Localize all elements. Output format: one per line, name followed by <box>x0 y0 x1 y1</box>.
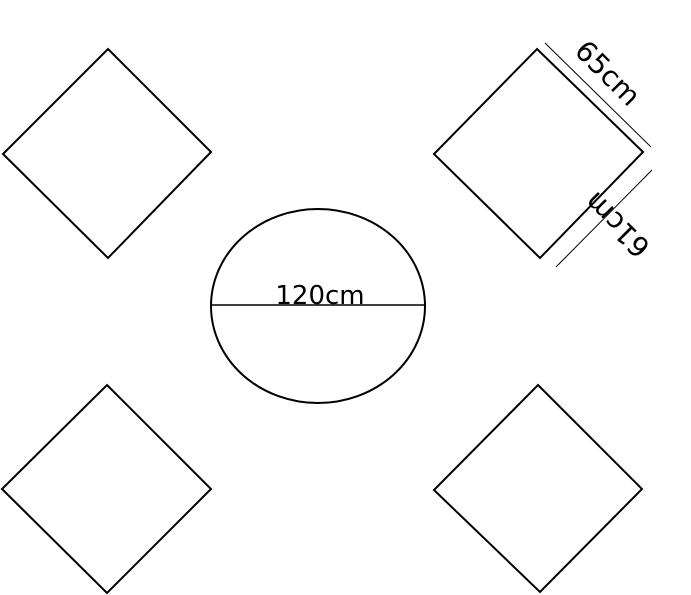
chair-top-left <box>1 47 213 260</box>
width-label: 65cm <box>568 34 647 113</box>
chair-bottom-right <box>432 383 644 594</box>
diameter-label: 120cm <box>275 281 364 311</box>
chair-bottom-left <box>0 383 213 595</box>
depth-dimension-line <box>555 169 653 268</box>
chair-top-right <box>432 47 645 260</box>
width-dimension-line <box>544 42 652 148</box>
depth-label: 61cm <box>578 185 657 264</box>
round-table <box>210 208 426 404</box>
